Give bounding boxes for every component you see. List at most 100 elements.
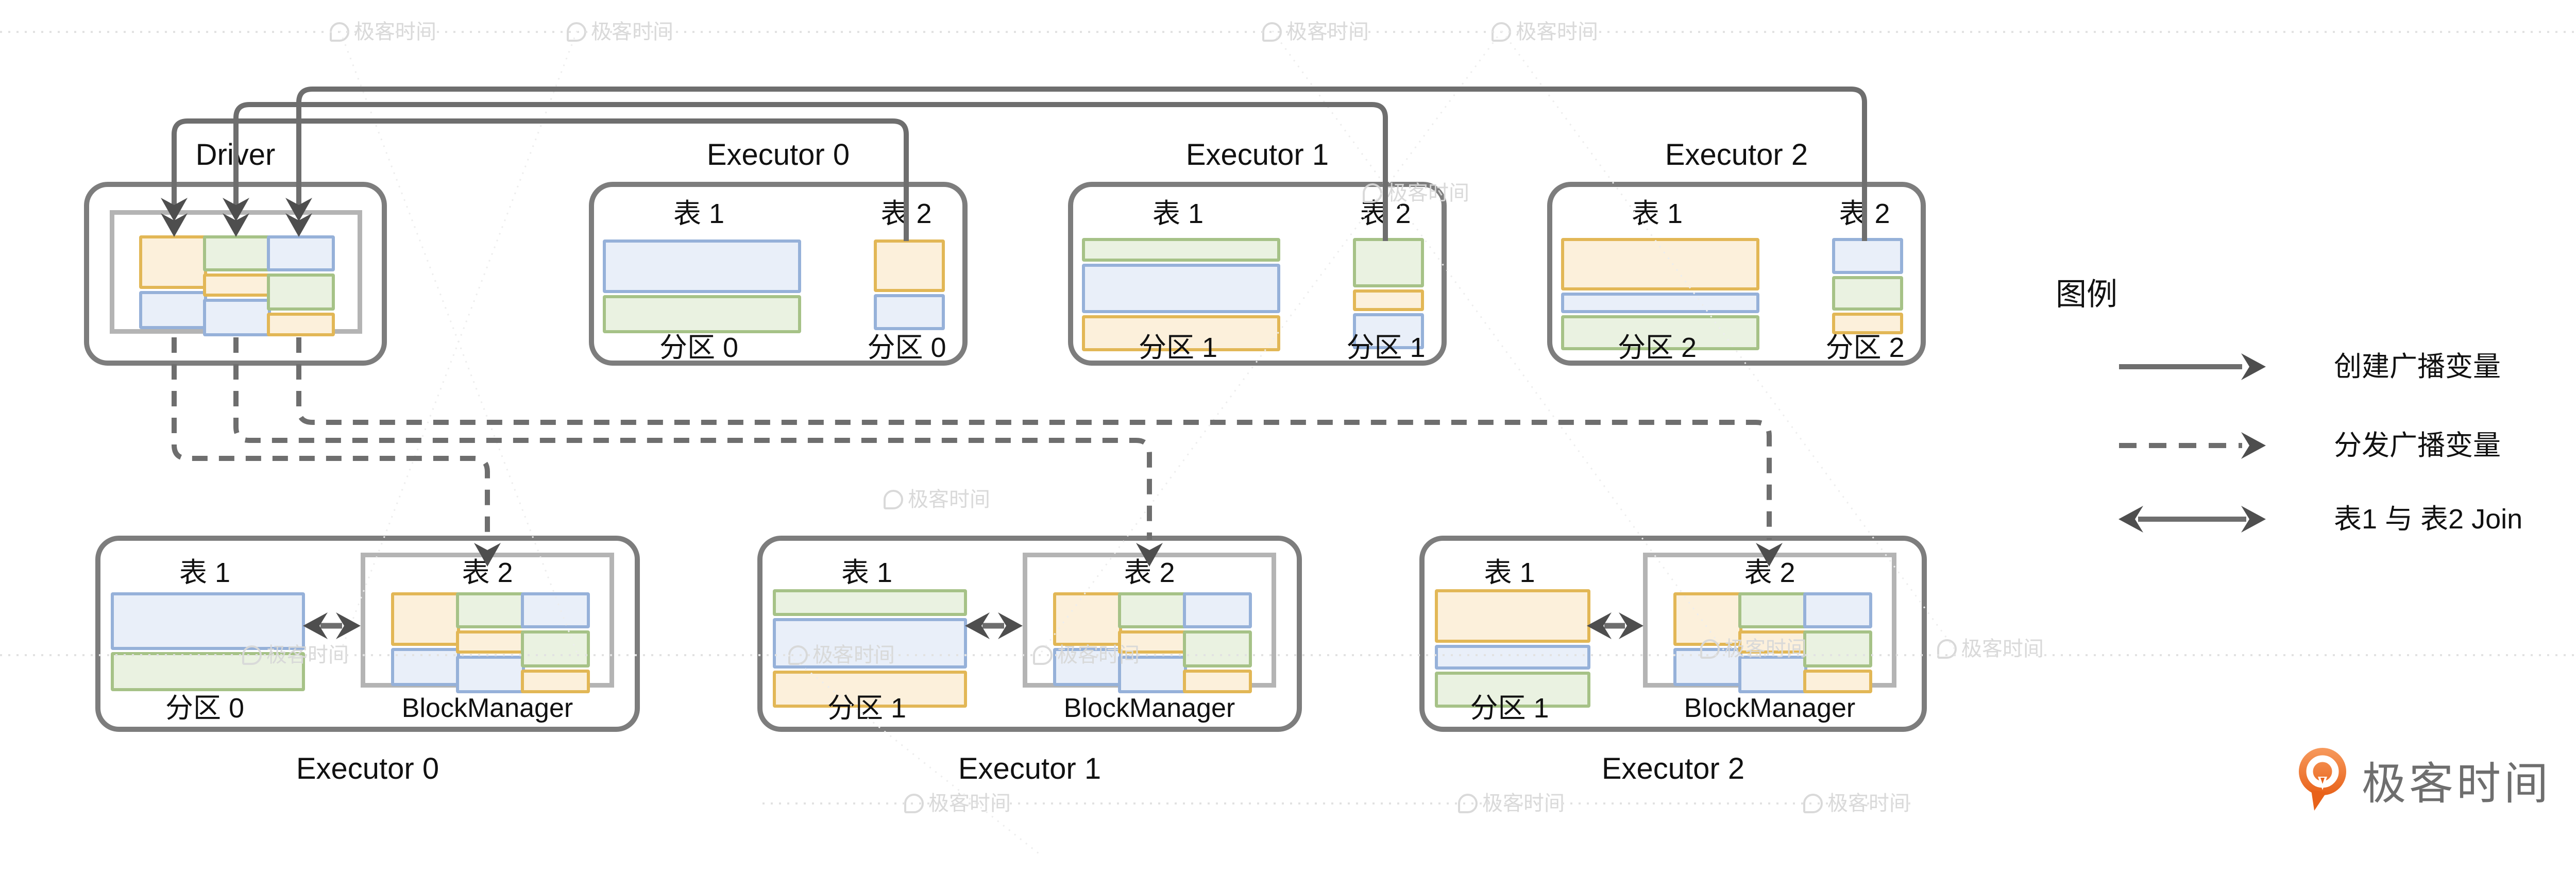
geektime-pin-icon [2299,748,2346,811]
watermark-stamp: 极客时间 [1700,639,1807,659]
mosaic-column [1183,592,1252,693]
watermark-stamp: 极客时间 [1803,793,1910,814]
bottom-executor0-table2-label: 表 2 [462,557,513,588]
legend-arrow-samples [2119,353,2266,533]
broadcast-block-orange [456,630,525,654]
partition-block-blue [603,239,801,293]
partition-block-orange [1832,313,1903,334]
mosaic-column [203,235,271,336]
broadcast-block-blue [267,235,335,271]
broadcast-block-green [1118,592,1187,628]
mosaic-column [391,592,460,686]
partition-block-orange [1353,289,1424,311]
watermark-stamp: 极客时间 [904,793,1011,814]
watermark-stamp: 极客时间 [1492,22,1598,42]
broadcast-block-blue [139,291,207,329]
bottom-executor2-table1-stack [1435,589,1590,708]
legend-title: 图例 [2056,277,2117,312]
broadcast-block-blue [456,656,525,693]
partition-block-green [1082,238,1280,262]
partition-block-green [1832,276,1903,311]
legend-item-create-label: 创建广播变量 [2334,351,2501,382]
watermark-stamp: 极客时间 [884,489,990,510]
partition-block-green [1435,672,1590,708]
broadcast-block-orange [203,273,271,297]
mosaic-column [267,235,335,336]
bottom-executor2-partition: 分区 1 [1470,693,1549,724]
legend-item-join-label: 表1 与 表2 Join [2334,504,2523,535]
broadcast-block-orange [1183,670,1252,693]
broadcast-block-green [521,630,590,667]
mosaic-column [521,592,590,693]
bottom-executor2-table2-label: 表 2 [1744,557,1795,588]
geektime-logo: 极客时间 [2297,746,2551,813]
watermark-stamp: 极客时间 [1262,22,1369,42]
partition-block-blue [1082,264,1280,313]
distribute-broadcast-arrows [172,337,1783,567]
partition-block-blue [1561,293,1759,313]
legend-item-distribute-label: 分发广播变量 [2334,430,2501,461]
bottom-executor1-partition: 分区 1 [827,693,907,724]
bottom-executor0-title: Executor 0 [296,752,439,785]
broadcast-block-orange [267,313,335,336]
mosaic-column [456,592,525,693]
bottom-executor1-table1-label: 表 1 [841,557,893,588]
bottom-executor0-broadcast-mosaic [391,592,590,693]
top-executor2-table1-label: 表 1 [1631,198,1683,229]
top-executor0-title: Executor 0 [706,138,850,172]
broadcast-block-green [1803,630,1872,667]
bottom-executor0-table1-stack [111,592,305,691]
broadcast-block-orange [521,670,590,693]
top-executor2-table2-stack [1832,238,1903,334]
broadcast-block-green [456,592,525,628]
watermark-stamp: 极客时间 [242,645,349,665]
top-executor2-table2-partition: 分区 2 [1825,332,1905,363]
bottom-executor0-blockmanager-label: BlockManager [401,693,573,723]
partition-block-orange [1561,238,1759,290]
broadcast-block-blue [1803,592,1872,628]
bottom-executor2-table1-label: 表 1 [1484,557,1535,588]
watermark-stamp: 极客时间 [1458,793,1565,814]
broadcast-block-blue [391,648,460,686]
broadcast-block-green [1183,630,1252,667]
partition-block-blue [874,294,945,330]
driver-title: Driver [195,138,276,172]
broadcast-block-blue [521,592,590,628]
bottom-executor0-table1-label: 表 1 [179,557,231,588]
bottom-executor2-title: Executor 2 [1601,752,1745,785]
broadcast-block-blue [1738,656,1807,693]
broadcast-block-blue [203,299,271,336]
watermark-stamp: 极客时间 [1363,183,1469,203]
top-executor2-table1-partition: 分区 2 [1617,332,1697,363]
bottom-executor2-broadcast-mosaic [1673,592,1872,693]
top-executor2-title: Executor 2 [1665,138,1808,172]
top-executor0-table1-partition: 分区 0 [659,332,739,363]
top-executor1-table1-partition: 分区 1 [1138,332,1218,363]
top-executor1-table1-label: 表 1 [1152,198,1204,229]
watermark-stamp: 极客时间 [788,645,895,665]
broadcast-block-green [203,235,271,271]
broadcast-block-orange [391,592,460,646]
broadcast-block-orange [1803,670,1872,693]
partition-block-orange [874,239,945,292]
bottom-executor2-blockmanager-label: BlockManager [1684,693,1856,723]
partition-block-blue [1832,238,1903,274]
watermark-stamp: 极客时间 [567,22,673,42]
top-executor0-table2-stack [874,239,945,330]
partition-block-blue [1435,645,1590,670]
partition-block-green [603,295,801,333]
broadcast-block-blue [1183,592,1252,628]
partition-block-green [1353,238,1424,287]
bottom-executor1-blockmanager-label: BlockManager [1063,693,1235,723]
watermark-stamp: 极客时间 [1033,645,1140,665]
watermark-stamp: 极客时间 [1937,639,2044,659]
watermark-stamp: 极客时间 [330,22,436,42]
mosaic-column [1738,592,1807,693]
top-executor0-table1-label: 表 1 [673,198,725,229]
top-executor2-table2-label: 表 2 [1839,198,1890,229]
partition-block-green [773,589,967,616]
top-executor0-table1-stack [603,239,801,333]
broadcast-block-orange [1053,592,1122,646]
driver-broadcast-mosaic [139,235,335,336]
